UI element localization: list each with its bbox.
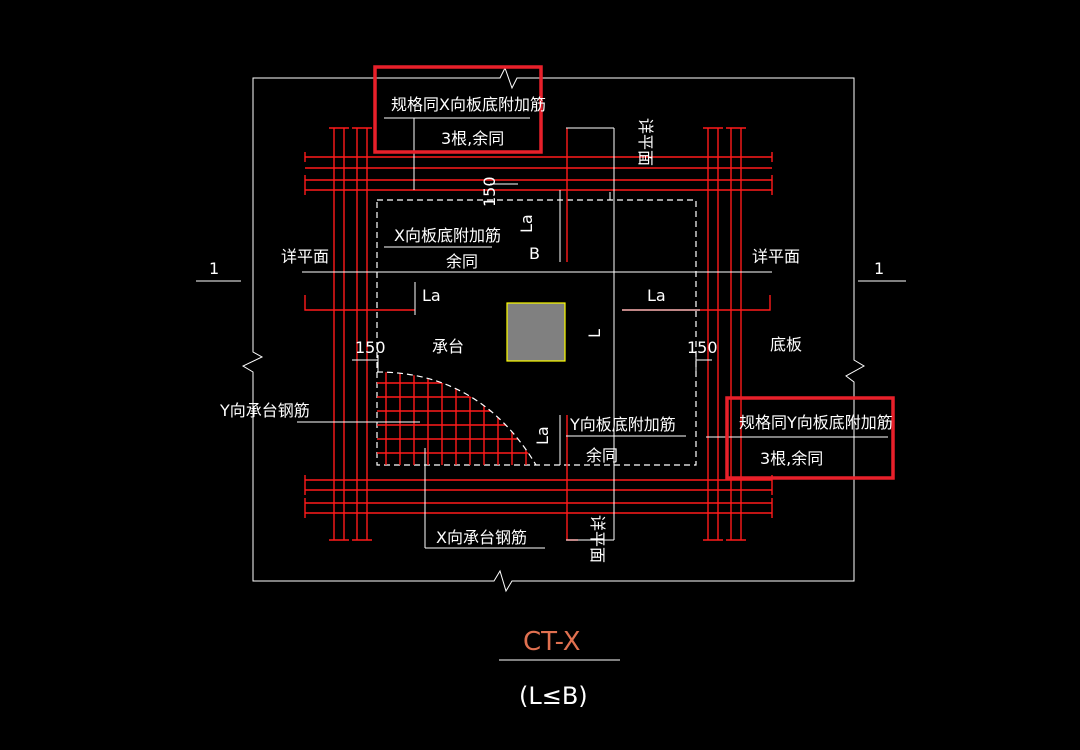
top-note-line2: 3根,余同 (441, 129, 504, 148)
rebar-horizontal-top (304, 152, 773, 195)
y-add-bar-line1: Y向板底附加筋 (569, 415, 676, 434)
detail-plan-left: 详平面 (281, 247, 329, 266)
rebar-vertical-right (703, 127, 746, 541)
dimension-lines (297, 118, 772, 549)
dim-B: B (529, 244, 540, 263)
right-note-line2: 3根,余同 (760, 449, 823, 468)
la-label-left: La (422, 286, 441, 305)
dim-150-top: 150 (480, 176, 499, 207)
drawing-title: CT-X (L≤B) (499, 627, 620, 710)
highlight-box-right (725, 396, 895, 480)
column (506, 302, 566, 362)
section-marker-left: 1 (196, 259, 241, 282)
pile-cap-outline (376, 199, 697, 466)
svg-text:1: 1 (209, 259, 219, 278)
section-marker-right: 1 (858, 259, 906, 282)
top-note-line1: 规格同X向板底附加筋 (391, 95, 546, 114)
y-cap-rebar-label: Y向承台钢筋 (219, 401, 310, 420)
svg-text:1: 1 (874, 259, 884, 278)
dim-L: L (585, 329, 604, 338)
x-add-bar-line2: 余同 (446, 252, 478, 271)
la-label-bottom: La (533, 426, 552, 445)
highlight-box-top (373, 65, 543, 154)
dim-150-right: 150 (687, 338, 718, 357)
right-note-line1: 规格同Y向板底附加筋 (739, 413, 893, 432)
slab-outline (241, 66, 865, 593)
y-add-bar-line2: 余同 (586, 446, 618, 465)
label-slab: 底板 (770, 335, 802, 354)
la-label-right: La (647, 286, 666, 305)
rebar-vertical-left (329, 127, 372, 541)
subtitle-text: (L≤B) (519, 682, 588, 710)
dim-150-left: 150 (355, 338, 386, 357)
la-label-top: La (517, 214, 536, 233)
label-cap: 承台 (432, 337, 464, 356)
title-text: CT-X (523, 627, 581, 657)
x-cap-rebar-label: X向承台钢筋 (436, 528, 527, 547)
x-add-bar-line1: X向板底附加筋 (394, 226, 501, 245)
rebar-horizontal-bottom (304, 475, 773, 518)
cap-rebar-mesh (376, 371, 537, 466)
detail-plan-top: 详平面 (636, 118, 655, 166)
detail-plan-right: 详平面 (752, 247, 800, 266)
detail-plan-bottom: 详平面 (588, 515, 607, 563)
